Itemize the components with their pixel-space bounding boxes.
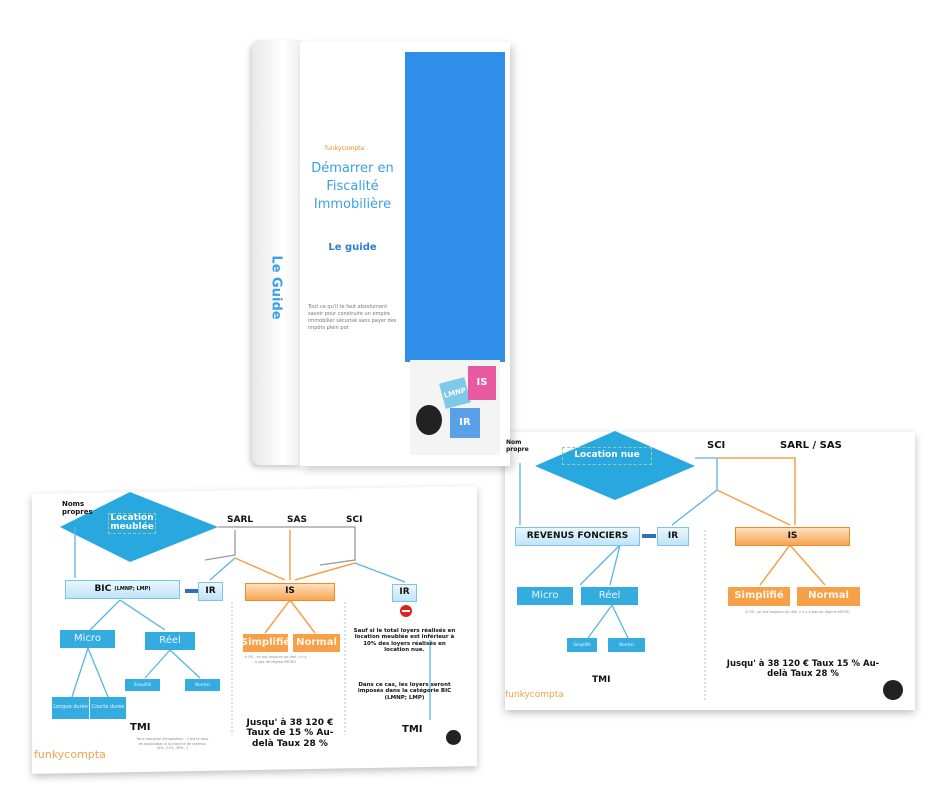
is-note: A l'IS : on est toujours au réel, il n'y…	[745, 610, 850, 614]
cover-subtitle: Le guide	[328, 242, 377, 253]
sci-label: SCI	[346, 515, 363, 525]
title-line: Démarrer en	[311, 161, 394, 176]
tmi-left-label: TMI	[130, 722, 151, 733]
sas-label: SAS	[287, 515, 307, 525]
location-nue-node: Location nue	[562, 447, 652, 465]
micro-box: Micro	[60, 630, 115, 648]
is-simplifie-box: Simplifié	[241, 634, 290, 652]
forbidden-icon	[400, 605, 412, 617]
condition-text-2: Dans ce cas, les loyers seront imposés d…	[357, 682, 452, 701]
condition-text: Sauf si le total loyers réalisés en loca…	[353, 628, 456, 653]
avatar-icon	[446, 730, 461, 745]
courte-duree-box: Courte durée	[90, 697, 126, 719]
book-spine: Le Guide	[252, 40, 302, 465]
brand-logo: funkycompta	[505, 690, 564, 700]
avatar-icon	[416, 405, 442, 435]
brand-logo: funkycompta	[34, 748, 106, 761]
cover-dice-image: LMNP IS IR	[410, 360, 500, 455]
is-rates: Jusqu' à 38 120 € Taux 15 % Au-delà Taux…	[726, 659, 880, 679]
ir-left-box: IR	[198, 582, 223, 601]
tmi-label: TMI	[592, 675, 611, 685]
dice-is: IS	[468, 366, 496, 400]
reel-box: Réel	[581, 587, 638, 605]
title-line: Immobilière	[313, 197, 392, 213]
bic-label: BIC	[94, 583, 112, 594]
longue-duree-box: Longue durée	[52, 697, 89, 719]
book-cover: funkycompta Démarrer en Fiscalité Immobi…	[300, 42, 510, 466]
is-normal-box: Normal	[293, 634, 340, 652]
sci-label: SCI	[707, 440, 726, 451]
reel-simplifie-box: Simplifié	[567, 638, 597, 652]
is-note: A l'IS : on est toujours au réel, il n'y…	[244, 655, 307, 664]
sarl-sas-label: SARL / SAS	[780, 440, 842, 451]
micro-box: Micro	[517, 587, 573, 605]
reel-normal-box: Normal	[608, 638, 645, 652]
avatar-icon	[883, 680, 903, 700]
is-simplifie-box: Simplifié	[728, 587, 790, 606]
sarl-label: SARL	[227, 515, 254, 525]
book-mockup: Le Guide funkycompta Démarrer en Fiscali…	[252, 32, 512, 468]
cover-blue-band	[405, 52, 505, 362]
bic-box: BIC (LMNP; LMP)	[65, 580, 180, 599]
cover-description: Tout ce qu'il te faut absolument savoir …	[308, 304, 397, 331]
tmi-right-label: TMI	[402, 724, 423, 735]
dice-ir: IR	[450, 408, 480, 438]
location-meublee-node: Location meublée	[108, 513, 156, 534]
noms-propres-label: Noms propres	[62, 500, 93, 517]
is-normal-box: Normal	[797, 587, 860, 606]
revenus-fonciers-box: REVENUS FONCIERS	[515, 527, 640, 546]
ir-box: IR	[657, 527, 689, 546]
is-box: IS	[735, 527, 850, 546]
nom-propre-label: Nom propre	[506, 439, 529, 453]
cover-brand: funkycompta	[325, 145, 365, 152]
reel-normal-box: Normal	[185, 679, 220, 691]
title-line: Fiscalité	[326, 179, 379, 195]
reel-box: Réel	[145, 632, 195, 650]
reel-simplifie-box: Simplifié	[125, 679, 160, 691]
cover-title: Démarrer en Fiscalité Immobilière	[300, 160, 405, 215]
is-box: IS	[245, 583, 335, 601]
tmi-note: Taux marginal d'imposition : c'est le ta…	[136, 737, 209, 751]
ir-right-box: IR	[392, 584, 417, 602]
is-rates: Jusqu' à 38 120 € Taux de 15 % Au-delà T…	[246, 718, 334, 749]
bic-sub-label: (LMNP; LMP)	[114, 585, 151, 592]
